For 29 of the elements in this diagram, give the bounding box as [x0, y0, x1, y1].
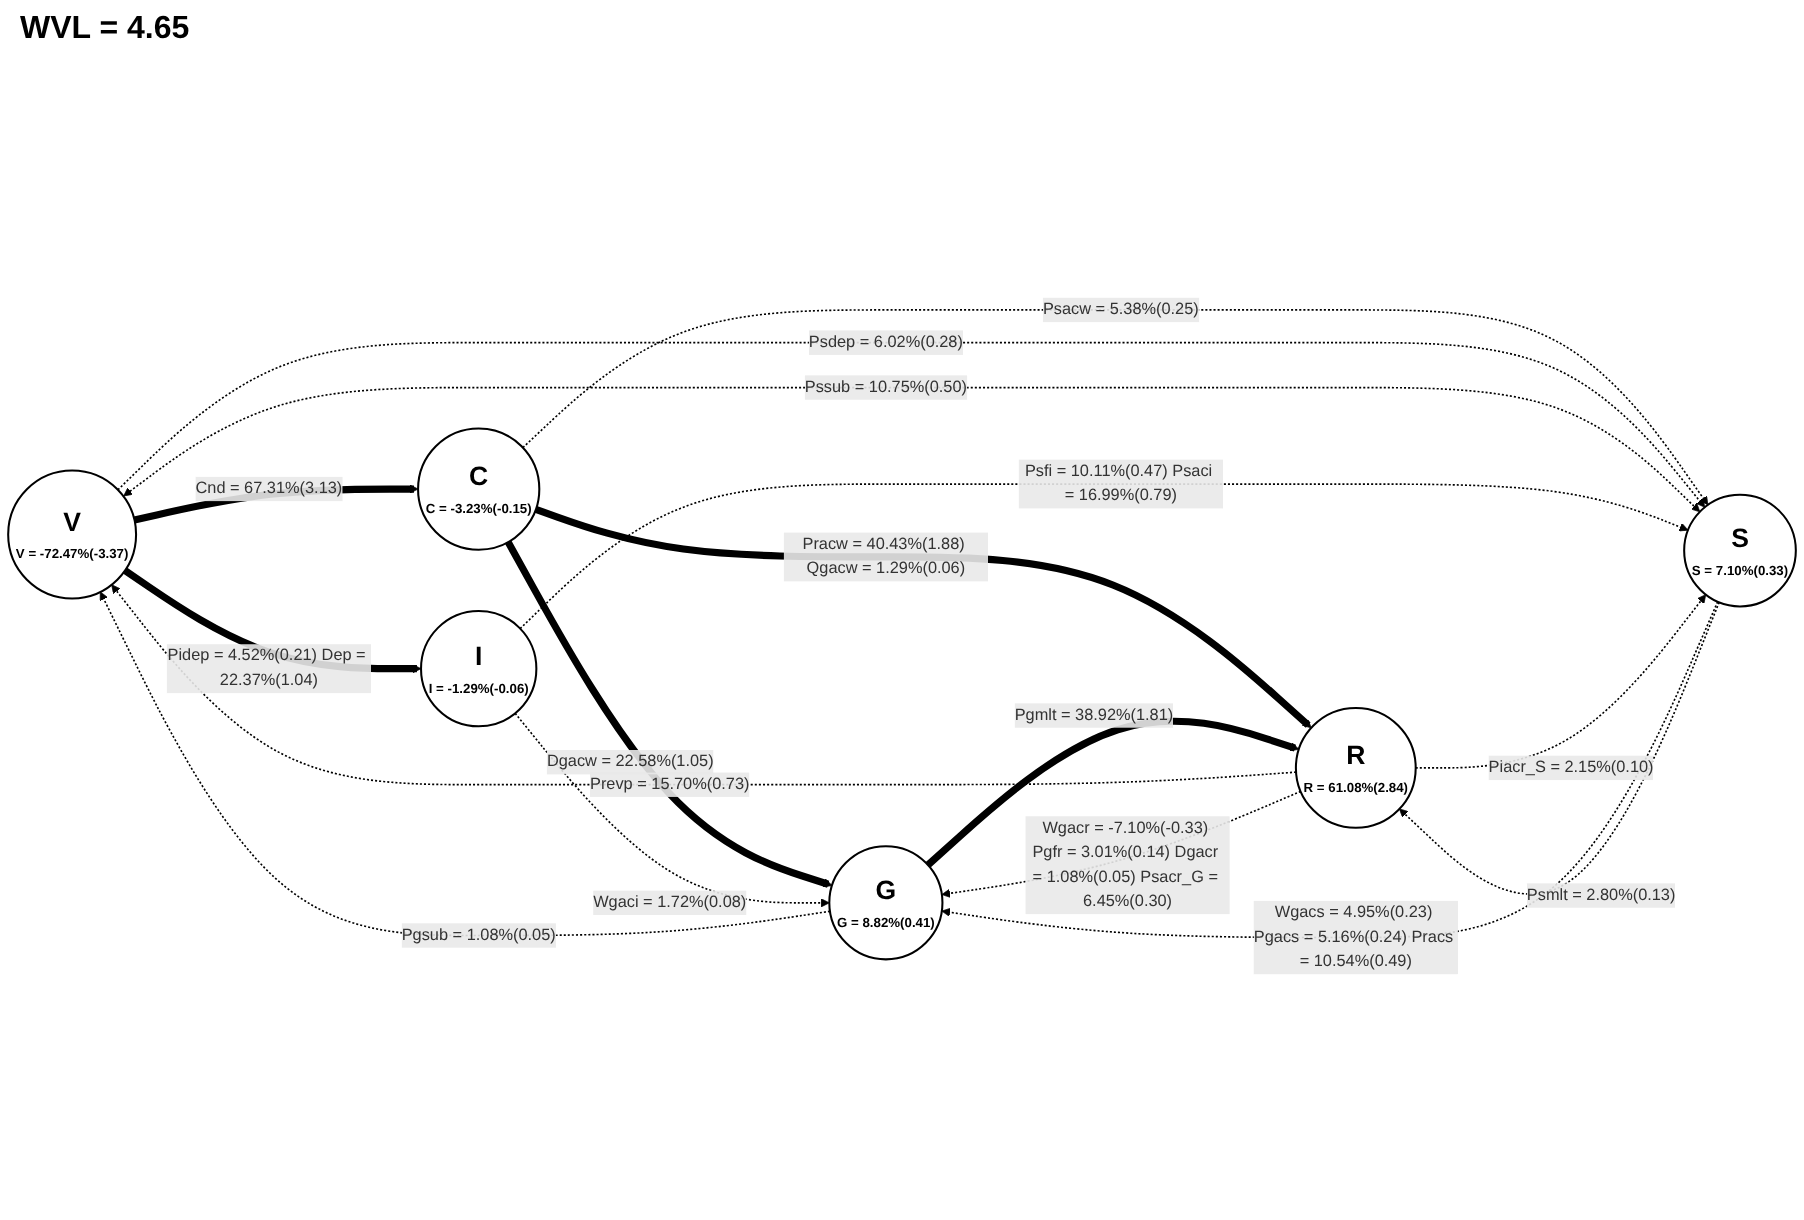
edge-label: Psdep = 6.02%(0.28)	[808, 333, 963, 351]
arrow	[123, 386, 1701, 513]
note-label: WVL = 4.65	[20, 12, 190, 48]
edge-label: Cnd = 67.31%(3.13)	[195, 479, 343, 498]
edge-label: Dgacw = 22.58%(1.05)	[546, 753, 714, 771]
arrow	[925, 717, 1300, 868]
edge-label: Pgsub = 1.08%(0.05)	[401, 926, 556, 944]
edge-label: Psacw = 5.38%(0.25)	[1042, 300, 1199, 319]
arrow	[534, 506, 1312, 729]
arrow	[514, 712, 830, 908]
edge-label: Pssub = 10.75%(0.50)	[804, 378, 967, 396]
edge-label: Wgacr = -7.10%(-0.33) Pgfr = 3.01%(0.14) Dgacr = 1.08%(0.05) Psacr_G = 6.45%(0.30)	[1032, 819, 1219, 911]
edge-label: Wgacs = 4.95%(0.23) Pgacs = 5.16%(0.24) Pracs = 10.54%(0.49)	[1253, 903, 1454, 971]
arrow	[505, 540, 833, 888]
edge-label: Psmlt = 2.80%(0.13)	[1526, 886, 1676, 904]
arrow	[99, 591, 831, 937]
arrow	[117, 341, 1706, 508]
arrow	[111, 584, 1297, 786]
edge-label: Wgaci = 1.72%(0.08)	[593, 893, 747, 911]
arrow	[522, 309, 1709, 506]
arrow	[1399, 601, 1720, 895]
edge-label: Prevp = 15.70%(0.73)	[589, 775, 750, 793]
edge-label: Psfi = 10.11%(0.47) Psaci = 16.99%(0.79)	[1024, 462, 1213, 505]
edge-label: Piacr_S = 2.15%(0.10)	[1488, 758, 1654, 777]
arrow	[1414, 594, 1707, 769]
edge-label: Pracw = 40.43%(1.88) Qgacw = 1.29%(0.06)	[802, 535, 966, 578]
edge-label: Pidep = 4.52%(0.21) Dep = 22.37%(1.04)	[167, 647, 366, 690]
edge-label: Pgmlt = 38.92%(1.81)	[1014, 706, 1174, 724]
arrow	[519, 483, 1689, 630]
